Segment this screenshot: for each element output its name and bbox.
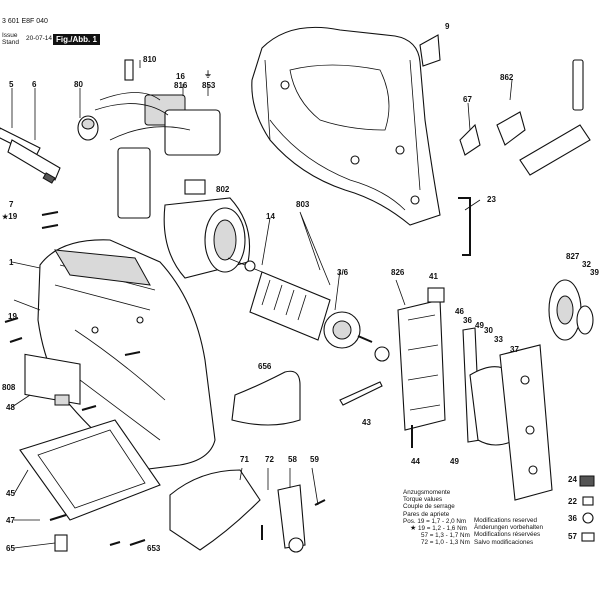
part-label: 41 xyxy=(429,272,438,281)
part-label: 808 xyxy=(2,383,16,392)
guide-plate-part-37 xyxy=(499,344,553,501)
guard-part-656 xyxy=(231,370,301,426)
torque-title-fr: Couple de serrage xyxy=(403,503,455,511)
part-label: 36 xyxy=(463,316,472,325)
part-label: 48 xyxy=(6,403,15,412)
switch-electronics-assembly xyxy=(77,59,221,219)
part-label: 46 xyxy=(455,307,464,316)
part-label: 7 xyxy=(9,200,14,209)
wire-clip-part-23 xyxy=(458,197,471,256)
part-label: 58 xyxy=(288,455,297,464)
part-label: 827 xyxy=(566,252,580,261)
torque-row-text: 19 = 1,2 - 1,6 Nm xyxy=(418,525,467,533)
part-label: 24 xyxy=(568,475,577,484)
part-label: 49 xyxy=(450,457,459,466)
part-label: 6 xyxy=(32,80,37,89)
part-label: 1 xyxy=(9,258,14,267)
part-label: 653 xyxy=(147,544,161,553)
part-label: 853 xyxy=(202,81,216,90)
part-label: 47 xyxy=(6,516,15,525)
right-small-parts xyxy=(579,475,595,542)
bottom-small-parts xyxy=(169,469,326,553)
part-label: 43 xyxy=(362,418,371,427)
torque-title-en: Torque values xyxy=(403,496,443,504)
part-label: 803 xyxy=(296,200,310,209)
note-en: Modifications reserved xyxy=(474,517,537,524)
part-label: 802 xyxy=(216,185,230,194)
part-label: 22 xyxy=(568,497,577,506)
armature-part-3-6 xyxy=(227,257,390,362)
part-label: 826 xyxy=(391,268,405,277)
part-label: 19 xyxy=(8,312,17,321)
part-label: 59 xyxy=(310,455,319,464)
part-label: 23 xyxy=(487,195,496,204)
torque-title-de: Anzugsmomente xyxy=(403,489,451,496)
part-label: 5 xyxy=(9,80,14,89)
part-label: 32 xyxy=(582,260,591,269)
part-label: 72 xyxy=(265,455,274,464)
stand-label: Stand xyxy=(2,39,19,46)
guide-rods xyxy=(0,127,61,184)
part-label: 9 xyxy=(445,22,450,31)
part-label: ★19 xyxy=(2,212,17,222)
torque-row: 72 = 1,0 - 1,3 Nm xyxy=(421,539,470,547)
part-label: 3/6 xyxy=(337,268,349,277)
pin-part-43 xyxy=(339,381,383,406)
screws xyxy=(4,211,146,552)
star-icon: ★ xyxy=(410,525,417,533)
part-label: 44 xyxy=(411,457,420,466)
part-label: 33 xyxy=(494,335,503,344)
doc-number: 3 601 E8F 040 xyxy=(2,18,48,25)
stator-part-802 xyxy=(163,197,251,279)
star-icon: ★ xyxy=(2,214,9,221)
part-label: 14 xyxy=(266,212,275,221)
part-label: 810 xyxy=(143,55,157,64)
part-label: 39 xyxy=(590,268,599,277)
part-label: 45 xyxy=(6,489,15,498)
ground-symbol-icon: ⏚ xyxy=(204,70,212,79)
gear-part-827 xyxy=(548,279,594,341)
blade-guide-part-808 xyxy=(54,394,70,406)
part-label: 862 xyxy=(500,73,514,82)
torque-title-es: Pares de apriete xyxy=(403,510,450,518)
housing-shell-part-9 xyxy=(251,26,441,226)
part-label: 37 xyxy=(510,345,519,354)
torque-table: Anzugsmomente Torque values Couple de se… xyxy=(403,489,470,547)
figure-label: Fig./Abb. 1 xyxy=(53,34,100,45)
part-label: 36 xyxy=(568,514,577,523)
part-label: 16 xyxy=(176,72,185,81)
part-label: 49 xyxy=(475,321,484,330)
base-plate-part-45 xyxy=(19,419,161,521)
part-label: 67 xyxy=(463,95,472,104)
part-label: 80 xyxy=(74,80,83,89)
issue-label: Issue xyxy=(2,32,18,39)
note-de: Änderungen vorbehalten xyxy=(474,524,543,532)
modification-notes: Modifications reserved Änderungen vorbeh… xyxy=(474,517,543,546)
note-fr: Modifications réservées xyxy=(474,531,541,539)
part-label: 30 xyxy=(484,326,493,335)
part-label: 71 xyxy=(240,455,249,464)
issue-date: 20-07-14 xyxy=(26,35,53,42)
leader-lines xyxy=(11,60,513,549)
torque-row: Pos. 19 = 1,7 - 2,0 Nm xyxy=(403,517,467,525)
chip-guard-part-48 xyxy=(24,353,81,405)
part-label: 816 xyxy=(174,81,188,90)
label-plate xyxy=(419,34,441,67)
accessory-tools xyxy=(459,59,591,176)
part-label: 65 xyxy=(6,544,15,553)
torque-row: 57 = 1,3 - 1,7 Nm xyxy=(421,532,470,540)
part-label: 656 xyxy=(258,362,272,371)
part-label: 57 xyxy=(568,532,577,541)
part-label: 19 xyxy=(8,212,18,221)
torque-row: ★ 19 = 1,2 - 1,6 Nm xyxy=(403,525,470,532)
note-es: Salvo modificaciones xyxy=(474,538,534,546)
